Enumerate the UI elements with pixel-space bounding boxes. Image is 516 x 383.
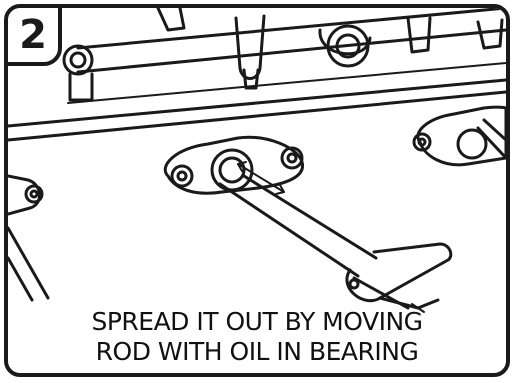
caption-line-1: SPREAD IT OUT BY MOVING — [8, 307, 506, 337]
right-bearing-bracket — [414, 107, 506, 165]
center-bearing-bracket — [165, 137, 302, 194]
step-number: 2 — [19, 15, 47, 55]
left-bearing-bracket — [8, 176, 48, 300]
instruction-caption: SPREAD IT OUT BY MOVING ROD WITH OIL IN … — [8, 307, 506, 367]
center-rod — [220, 176, 451, 312]
caption-line-2: ROD WITH OIL IN BEARING — [8, 337, 506, 367]
instruction-panel: 2 SPREAD IT OUT BY MOVING ROD WITH OIL I… — [4, 4, 510, 377]
step-number-badge: 2 — [4, 4, 62, 66]
